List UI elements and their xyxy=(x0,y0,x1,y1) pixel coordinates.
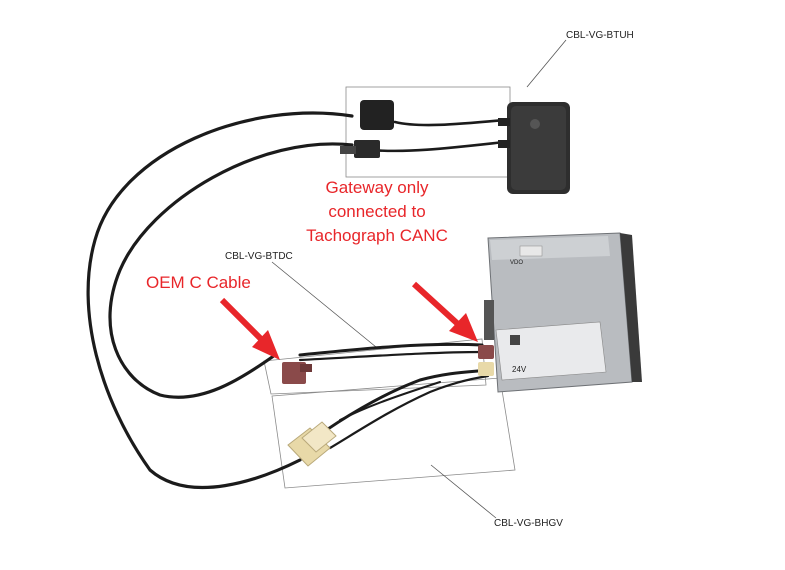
gateway-annotation: Gateway only connected to Tachograph CAN… xyxy=(282,176,472,248)
gateway-annotation-line-1: Gateway only xyxy=(325,178,429,197)
btdc-cable-1 xyxy=(298,342,484,357)
device-brand-label: VDO xyxy=(510,260,523,266)
bhgv-cable-2 xyxy=(328,374,490,450)
main-cable-inner-loop xyxy=(108,142,354,399)
bhgv-leader-line xyxy=(430,464,497,519)
btuh-connector-block xyxy=(340,100,394,158)
main-cable-outer-loop xyxy=(86,111,354,490)
gateway-arrow-shaft xyxy=(411,281,462,328)
device-voltage-label: 24V xyxy=(512,365,527,374)
cables xyxy=(86,111,507,490)
oem-c-connector xyxy=(282,362,312,384)
gateway-unit xyxy=(498,102,570,194)
bhgv-cable-3 xyxy=(339,381,441,421)
beige-harness-connector xyxy=(287,421,337,467)
bhgv-bounding-box xyxy=(271,377,516,489)
btuh-cable-upper xyxy=(393,118,507,127)
gateway-arrowhead xyxy=(449,313,478,342)
label-cbl-vg-bhgv: CBL-VG-BHGV xyxy=(494,518,563,529)
btdc-leader-line xyxy=(271,261,377,348)
tachograph-beige-connector xyxy=(478,362,494,376)
label-cbl-vg-btdc: CBL-VG-BTDC xyxy=(225,251,293,262)
btdc-cable-2 xyxy=(298,350,484,362)
tachograph-brown-connector xyxy=(478,345,494,359)
gateway-annotation-line-2: connected to xyxy=(328,202,426,221)
bhgv-cable-1 xyxy=(313,368,490,440)
btuh-cable-lower xyxy=(368,140,507,153)
red-arrows xyxy=(219,281,478,360)
gateway-annotation-line-3: Tachograph CANC xyxy=(306,226,448,245)
oem-arrowhead xyxy=(252,330,280,360)
btuh-leader-line xyxy=(526,39,567,88)
oem-arrow-shaft xyxy=(219,297,265,343)
oem-annotation: OEM C Cable xyxy=(146,273,251,292)
tachograph-unit: VDO 24V xyxy=(484,232,642,393)
label-cbl-vg-btuh: CBL-VG-BTUH xyxy=(566,30,634,41)
